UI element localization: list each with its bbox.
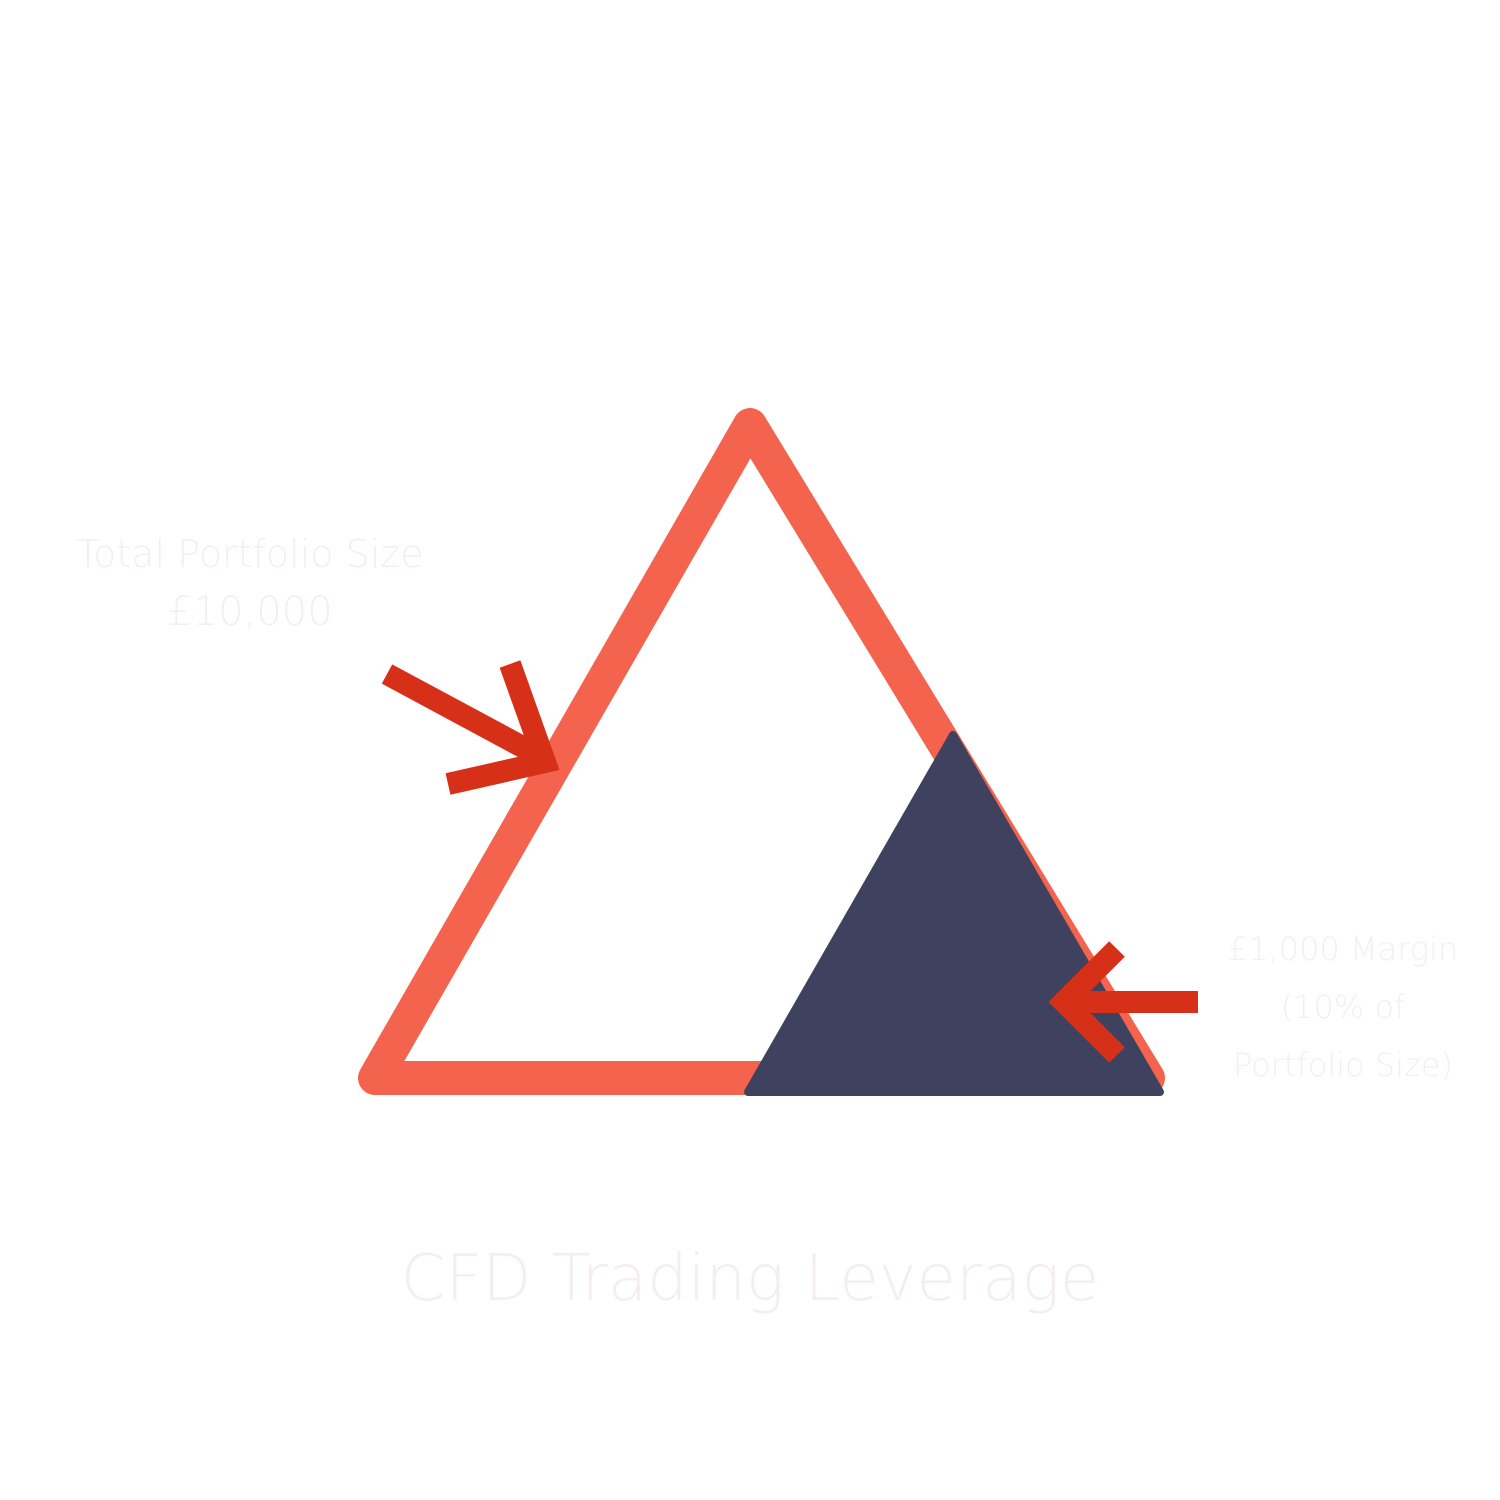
portfolio-label-line2: £10,000 <box>167 589 332 635</box>
arrow-left-icon <box>1048 941 1198 1063</box>
margin-label-line1: £1,000 Margin <box>1228 930 1458 968</box>
margin-label-line2: (10% of <box>1281 988 1406 1026</box>
diagram-title: CFD Trading Leverage <box>401 1242 1100 1316</box>
arrow-down-right-icon <box>381 660 560 795</box>
portfolio-label-line1: Total Portfolio Size <box>76 532 423 576</box>
margin-label-line3: Portfolio Size) <box>1233 1046 1453 1084</box>
